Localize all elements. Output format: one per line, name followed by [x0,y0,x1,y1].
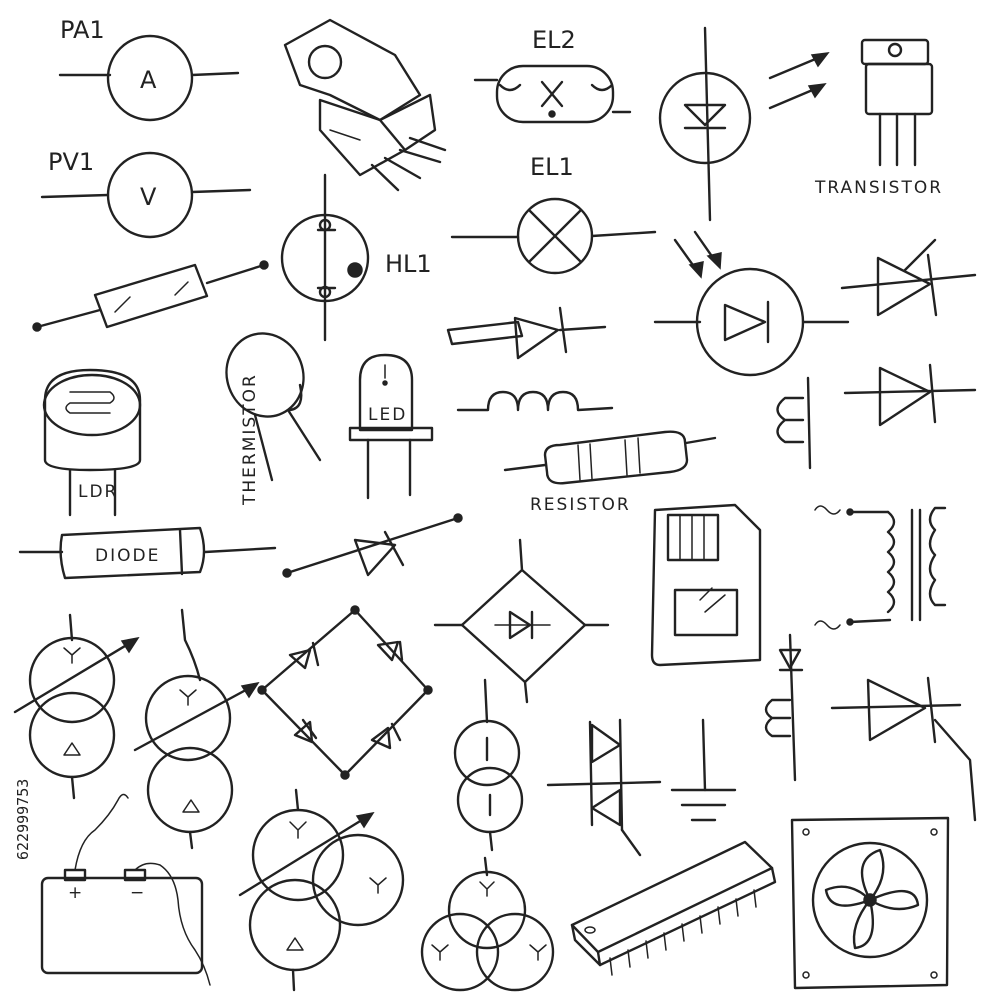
inductor-symbol [456,390,614,412]
sim-card-icon [650,503,762,667]
lamp-el1-label: EL1 [530,153,574,181]
transistor-icon: TRANSISTOR [814,38,943,198]
resistor-icon: RESISTOR [503,430,717,515]
ldr-icon: LDR [42,368,142,517]
voltmeter-label: PV1 [48,148,94,176]
dip-chip-icon [570,840,777,976]
diode-component-icon [446,306,607,360]
ammeter-symbol: PA1 A [58,16,240,122]
diode-bridge-symbol [257,605,433,780]
stock-id-text: 622999753 [14,779,32,860]
three-phase-transformer-symbol [420,856,555,992]
led-icon: LED [348,353,434,500]
variable-transformer-symbol-left [13,613,140,800]
voltmeter-symbol: PV1 V [40,148,252,239]
thermistor-label: THERMISTOR [240,373,260,506]
thermistor-icon: THERMISTOR [225,332,322,506]
resistor-label: RESISTOR [530,495,631,515]
thyristor-symbol [840,238,977,317]
indicator-hl1-symbol: HL1 [280,173,432,342]
relay-diode-symbol [764,633,804,782]
diode-symbol-diagonal [282,513,463,578]
variable-transformer-symbol-middle [133,608,260,850]
fan-icon [790,816,950,990]
relay-coil-symbol [776,376,812,470]
emitting-diode-symbol [658,26,830,222]
diode-symbol-right [843,363,977,427]
transistor-label: TRANSISTOR [814,178,943,198]
lamp-el1-symbol: EL1 [450,153,657,275]
transformer-symbol [814,505,947,630]
current-source-symbol [453,678,524,852]
diode-capsule-icon: DIODE [18,526,277,580]
svg-text:+: + [68,883,84,903]
lamp-el2-symbol: EL2 [473,26,632,124]
thyristor-large-symbol [830,676,977,822]
variable-transformer-symbol-bottom [238,788,405,992]
diode-label: DIODE [95,546,160,566]
bridge-rectifier-box-symbol [433,538,610,704]
svg-text:−: − [130,883,146,903]
photodiode-symbol [653,230,850,377]
voltage-regulator-icon [283,18,447,192]
voltmeter-letter: V [140,183,157,211]
battery-icon: + − [40,793,211,986]
ldr-label: LDR [78,482,118,502]
lamp-el2-label: EL2 [532,26,576,54]
resistor-tilted-icon [32,260,269,332]
indicator-hl1-label: HL1 [385,250,432,278]
ground-symbol [670,718,737,822]
led-label: LED [368,405,407,425]
triac-symbol [546,718,662,857]
ammeter-letter: A [140,66,157,94]
ammeter-label: PA1 [60,16,105,44]
